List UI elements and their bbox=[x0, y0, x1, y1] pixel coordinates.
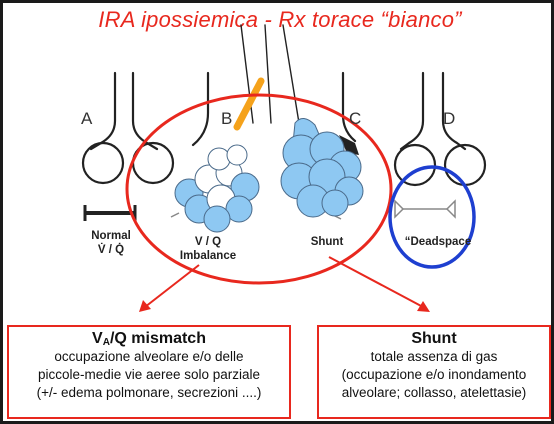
label-vq-line2: Imbalance bbox=[179, 250, 237, 262]
label-vq-imbalance: V / Q Imbalance bbox=[171, 235, 245, 263]
airway-unit-c bbox=[341, 71, 357, 143]
vq-title-v: V bbox=[92, 330, 103, 347]
label-normal-text: Normal bbox=[91, 230, 131, 242]
alveolus-unit-d-left bbox=[393, 143, 437, 187]
airway-unit-a bbox=[89, 71, 117, 151]
shunt-box: Shunt totale assenza di gas (occupazione… bbox=[317, 325, 551, 419]
blue-highlight-ellipse bbox=[388, 165, 476, 269]
slide-title: IRA ipossiemica - Rx torace “bianco” bbox=[98, 7, 462, 32]
shunt-box-title: Shunt bbox=[411, 330, 457, 347]
alveolus-unit-a-left bbox=[81, 141, 125, 185]
airway-narrowing bbox=[233, 77, 265, 131]
vq-title-subscript: A bbox=[102, 337, 110, 348]
vq-mismatch-line-3: (+/- edema polmonare, secrezioni ....) bbox=[36, 385, 262, 400]
airway-unit-d bbox=[399, 71, 425, 151]
label-normal-ratio: V̇ / Q̇ bbox=[97, 244, 125, 256]
arrow-to-shunt bbox=[328, 256, 424, 308]
lung-unit-diagram bbox=[81, 24, 487, 312]
label-shunt: Shunt bbox=[310, 236, 344, 248]
unit-letter-a: A bbox=[81, 109, 93, 128]
vq-alveoli-cluster bbox=[174, 144, 260, 233]
airway-unit-b bbox=[191, 71, 210, 147]
alveolus-unit-d-right bbox=[443, 143, 487, 187]
shunt-box-line-2: (occupazione e/o inondamento bbox=[341, 367, 527, 382]
vq-mismatch-line-2: piccole-medie vie aeree solo parziale bbox=[37, 367, 261, 382]
vq-mismatch-line-1: occupazione alveolare e/o delle bbox=[54, 349, 244, 364]
label-normal: Normal V̇ / Q̇ bbox=[81, 229, 141, 257]
vq-mismatch-box: VA/Q mismatch occupazione alveolare e/o … bbox=[7, 325, 291, 419]
unit-letter-c: C bbox=[349, 109, 362, 128]
arrow-to-mismatch bbox=[144, 264, 200, 308]
shunt-alveoli-cluster bbox=[280, 118, 364, 218]
vq-mismatch-title: VA/Q mismatch bbox=[9, 330, 289, 348]
shunt-box-line-3: alveolare; collasso, atelettasie) bbox=[341, 385, 527, 400]
red-highlight-ellipse bbox=[125, 93, 393, 285]
label-deadspace: “Deadspace bbox=[404, 236, 472, 248]
label-vq-line1: V / Q bbox=[194, 236, 222, 248]
unit-letter-d: D bbox=[443, 109, 456, 128]
unit-letter-b: B bbox=[221, 109, 233, 128]
shunt-box-line-1: totale assenza di gas bbox=[370, 349, 498, 364]
vq-title-rest: /Q mismatch bbox=[109, 330, 206, 347]
